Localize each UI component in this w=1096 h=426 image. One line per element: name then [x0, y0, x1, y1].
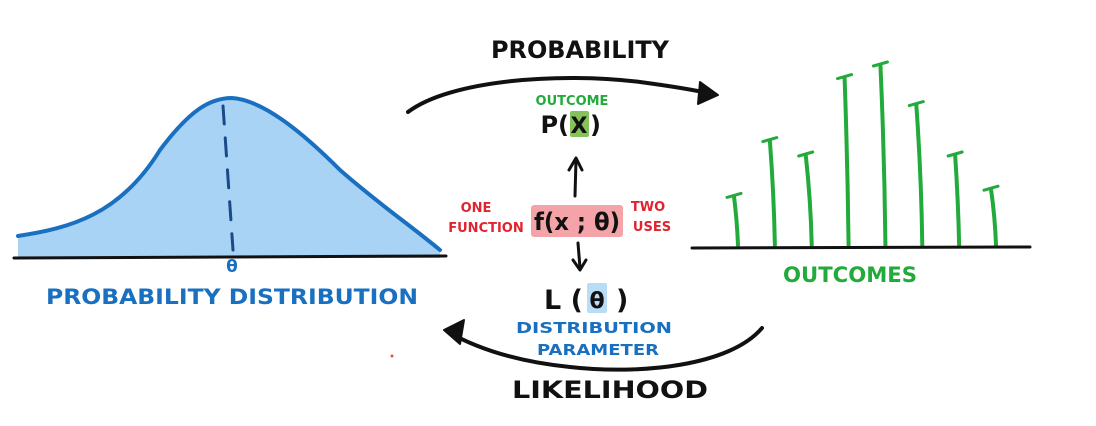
probability-arrow: PROBABILITY — [406, 36, 719, 114]
likelihood-arrow-curve — [446, 326, 764, 372]
outcome-stem — [878, 63, 888, 247]
probability-arrowhead — [697, 81, 719, 105]
outcome-stem-cap — [761, 136, 779, 144]
down-arrow-shaft — [576, 241, 582, 270]
outcome-stem — [803, 153, 814, 247]
outcome-stem-cap — [907, 100, 925, 108]
param-label-line1: DISTRIBUTION — [516, 319, 672, 337]
outcomes-caption: OUTCOMES — [783, 263, 917, 287]
up-arrowhead — [567, 156, 584, 172]
probability-expr-prefix: P( — [540, 111, 569, 139]
likelihood-expr-prefix: L ( — [544, 285, 583, 316]
outcome-var-highlight — [570, 111, 589, 137]
outcome-stem — [732, 194, 740, 247]
outcome-stem — [767, 138, 777, 247]
outcome-stem-cap — [836, 73, 854, 81]
likelihood-var-highlight — [587, 283, 607, 313]
stray-dot — [390, 354, 394, 358]
down-arrowhead — [571, 258, 588, 272]
likelihood-arrow-label: LIKELIHOOD — [512, 376, 708, 404]
theta-tick-label: θ — [226, 257, 238, 277]
outcome-stem-cap — [725, 191, 743, 199]
outcome-stem-cap — [982, 184, 1000, 192]
mean-dashed-line — [221, 104, 235, 252]
likelihood-arrowhead — [443, 319, 465, 345]
distribution-caption: PROBABILITY DISTRIBUTION — [46, 285, 418, 309]
function-word: FUNCTION — [448, 221, 524, 236]
probability-expr-var: X — [571, 114, 588, 139]
outcomes-baseline — [690, 245, 1032, 250]
param-label-line2: PARAMETER — [537, 341, 660, 359]
uses-word: USES — [633, 220, 671, 235]
outcome-stem — [842, 75, 851, 247]
outcome-stem-cap — [871, 60, 889, 68]
outcome-stem-cap — [946, 150, 964, 158]
outcomes-panel: OUTCOMES — [690, 60, 1032, 287]
distribution-curve — [16, 95, 442, 252]
outcome-label: OUTCOME — [536, 94, 609, 109]
outcome-stem-cap — [797, 150, 815, 158]
outcome-stems — [725, 60, 1000, 247]
probability-arrow-curve — [406, 75, 714, 114]
distribution-baseline — [12, 254, 448, 260]
distribution-panel: θ PROBABILITY DISTRIBUTION — [12, 95, 448, 309]
probability-expr-suffix: ) — [590, 111, 601, 139]
one-word: ONE — [461, 201, 492, 216]
function-expression: f(x ; θ) — [534, 208, 620, 236]
likelihood-arrow: LIKELIHOOD — [443, 319, 764, 404]
likelihood-expr-var: θ — [589, 289, 604, 314]
outcome-stem — [989, 187, 998, 247]
probability-arrow-label: PROBABILITY — [491, 36, 670, 64]
function-highlight — [531, 205, 623, 237]
outcome-stem — [953, 153, 962, 247]
center-panel: OUTCOME P( X ) ONE FUNCTION f(x ; θ) TWO… — [448, 94, 672, 359]
outcome-stem — [914, 102, 925, 247]
up-arrow-shaft — [573, 158, 578, 198]
likelihood-expr-suffix: ) — [616, 285, 628, 316]
two-word: TWO — [631, 200, 665, 215]
